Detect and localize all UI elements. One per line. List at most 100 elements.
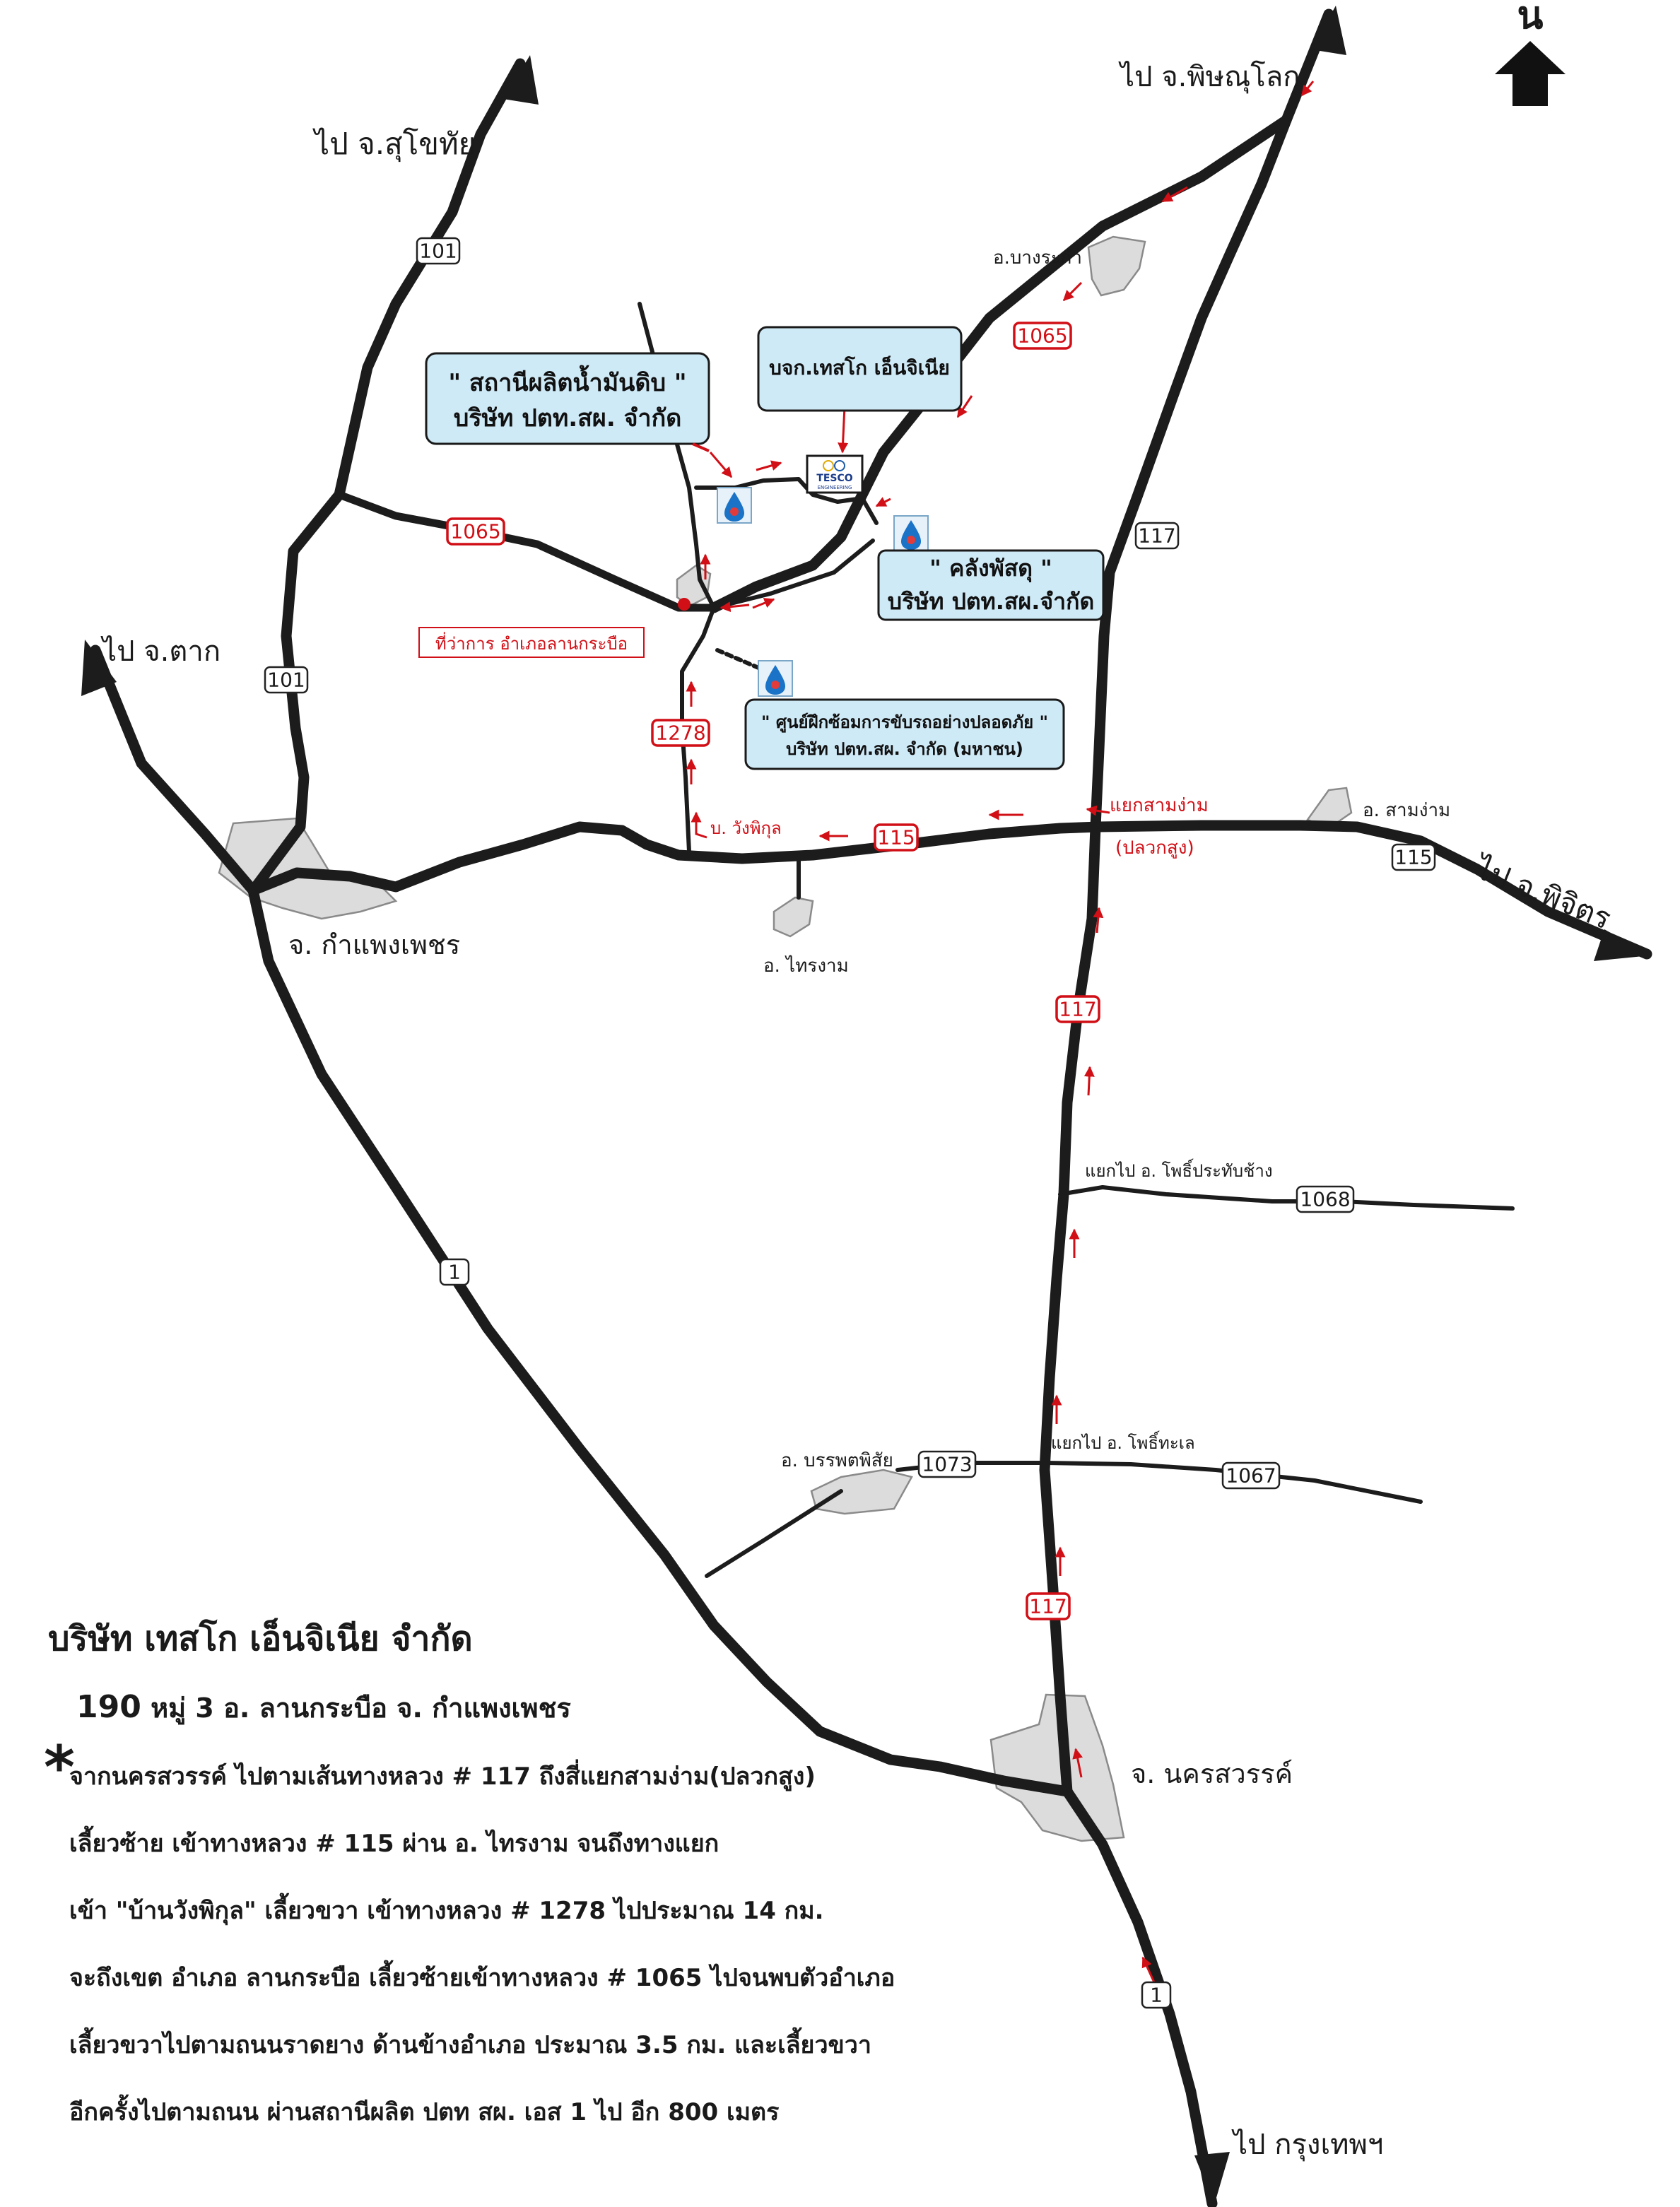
callout-training-center-line2: บริษัท ปตท.สผ. จำกัด (มหาชน) xyxy=(786,739,1023,759)
road-lan-krabue-north xyxy=(638,302,716,610)
label-banphot-phisai: อ. บรรพตพิสัย xyxy=(781,1450,893,1471)
label-to-bangkok: ไป กรุงเทพฯ xyxy=(1231,2129,1383,2162)
label-bang-rakam: อ.บางระกำ xyxy=(993,247,1082,269)
route-shield-label: 117 xyxy=(1029,1595,1067,1618)
label-district-office: ที่ว่าการ อำเภอลานกระบือ xyxy=(435,632,628,654)
arrowhead-sukhothai xyxy=(503,55,539,105)
ptt-marker-station xyxy=(717,487,752,524)
highway-115 xyxy=(247,820,1652,960)
address-detail: หมู่ 3 อ. ลานกระบือ จ. กำแพงเพชร xyxy=(141,1693,572,1725)
callout-training-center: " ศูนย์ฝึกซ้อมการขับรถอย่างปลอดภัย " บริ… xyxy=(744,698,1065,770)
road-to-station xyxy=(694,477,879,525)
direction-arrow xyxy=(691,811,707,839)
route-shield-117: 117 xyxy=(1134,522,1180,550)
label-kamphaeng-phet: จ. กำแพงเพชร xyxy=(288,929,460,960)
callout-tesco-line1: บจก.เทสโก เอ็นจิเนีย xyxy=(769,355,950,379)
route-shield-117: 117 xyxy=(1026,1592,1071,1620)
route-shield-label: 117 xyxy=(1138,524,1175,548)
callout-production-station-line2: บริษัท ปตท.สผ. จำกัด xyxy=(454,404,682,432)
highway-1 xyxy=(247,885,1073,1797)
direction-arrows xyxy=(686,81,1315,1983)
tesco-logo-brand: TESCO xyxy=(816,473,852,484)
town-area-bang-rakam xyxy=(1087,235,1146,297)
route-shield-label: 101 xyxy=(419,240,457,263)
direction-arrow xyxy=(1072,1748,1083,1778)
direction-line: เลี้ยวซ้าย เข้าทางหลวง # 115 ผ่าน อ. ไทร… xyxy=(69,1825,719,1858)
arrowhead-phitsanulok xyxy=(1311,6,1346,55)
route-shield-label: 1067 xyxy=(1226,1464,1276,1488)
address-number: 190 xyxy=(76,1689,141,1725)
highway-1-south xyxy=(1062,1786,1218,2207)
callout-production-station-line1: " สถานีผลิตน้ำมันดิบ " xyxy=(448,365,686,397)
arrowhead-tak xyxy=(81,640,117,696)
route-shield-label: 101 xyxy=(267,669,305,692)
callout-training-center-line1: " ศูนย์ฝึกซ้อมการขับรถอย่างปลอดภัย " xyxy=(761,712,1048,733)
label-nakhon-sawan: จ. นครสวรรค์ xyxy=(1131,1758,1293,1789)
route-shield-1065: 1065 xyxy=(446,517,505,546)
route-shield-label: 1073 xyxy=(922,1453,972,1476)
direction-arrow xyxy=(1083,1066,1095,1096)
label-to-phitsanulok: ไป จ.พิษณุโลก xyxy=(1118,61,1300,94)
direction-arrow xyxy=(1062,281,1083,302)
road-lan-krabue-east xyxy=(712,538,875,610)
town-area-sai-ngam xyxy=(773,896,814,938)
route-shield-label: 115 xyxy=(877,826,915,849)
route-shield-117: 117 xyxy=(1055,995,1100,1023)
route-shield-label: 1 xyxy=(448,1261,461,1284)
route-shield-1278: 1278 xyxy=(651,719,710,747)
north-arrow: น xyxy=(1495,0,1566,106)
tesco-logo: TESCO ENGINEERING xyxy=(806,454,864,494)
route-shields: 101 101 1065 1065 117 1278 115 115 117 1… xyxy=(264,237,1436,2009)
label-to-phichit: ไป จ.พิจิตร xyxy=(1469,850,1616,936)
arrowhead-phichit xyxy=(1594,929,1650,961)
direction-arrow xyxy=(1300,81,1315,97)
label-sam-ngam: อ. สามง่าม xyxy=(1363,800,1450,821)
direction-arrow xyxy=(1086,805,1110,816)
direction-line: เข้า "บ้านวังพิกุล" เลี้ยวขวา เข้าทางหลว… xyxy=(69,1893,824,1926)
direction-arrow xyxy=(838,406,849,454)
north-label: น xyxy=(1517,0,1544,37)
route-shield-label: 115 xyxy=(1394,846,1432,869)
route-shield-1065: 1065 xyxy=(1013,322,1072,350)
callout-tesco: บจก.เทสโก เอ็นจิเนีย xyxy=(757,326,963,412)
direction-arrow xyxy=(1141,1956,1156,1983)
route-shield-1067: 1067 xyxy=(1221,1461,1281,1490)
highway-arrowheads xyxy=(81,6,1650,2205)
highway-101-north xyxy=(247,58,526,896)
route-shield-1: 1 xyxy=(1141,1981,1172,2009)
direction-arrow xyxy=(752,598,775,609)
highway-1065 xyxy=(708,114,1292,613)
route-shield-label: 1 xyxy=(1150,1984,1163,2007)
direction-arrow xyxy=(719,601,750,613)
label-to-pho-prathap-chang: แยกไป อ. โพธิ์ประทับช้าง xyxy=(1085,1158,1273,1181)
road-1278 xyxy=(680,606,716,854)
label-to-pho-thale: แยกไป อ. โพธิ์ทะเล xyxy=(1051,1430,1195,1453)
label-to-tak: ไป จ.ตาก xyxy=(100,635,221,668)
callout-production-station: " สถานีผลิตน้ำมันดิบ " บริษัท ปตท.สผ. จำ… xyxy=(425,352,710,445)
info-block: บริษัท เทสโก เอ็นจิเนีย จำกัด 190 หมู่ 3… xyxy=(44,1618,895,2126)
callout-warehouse-line2: บริษัท ปตท.สผ.จำกัด xyxy=(888,588,1094,615)
callout-warehouse: " คลังพัสดุ " บริษัท ปตท.สผ.จำกัด xyxy=(877,549,1105,621)
direction-line: อีกครั้งไปตามถนน ผ่านสถานีผลิต ปตท สผ. เ… xyxy=(69,2094,780,2126)
route-shield-label: 1065 xyxy=(450,520,500,543)
town-area-banphot-phisai xyxy=(810,1469,913,1515)
route-shield-115: 115 xyxy=(874,823,919,852)
route-shield-1: 1 xyxy=(439,1258,470,1286)
direction-line: จากนครสวรรค์ ไปตามเส้นทางหลวง # 117 ถึงส… xyxy=(69,1759,816,1791)
asterisk-mark: * xyxy=(44,1733,75,1802)
secondary-roads xyxy=(638,302,1515,1578)
route-shield-1068: 1068 xyxy=(1296,1185,1355,1213)
highways xyxy=(90,8,1652,2207)
district-office-marker xyxy=(678,598,691,611)
route-shield-label: 1065 xyxy=(1017,324,1067,348)
direction-line: จะถึงเขต อำเภอ ลานกระบือ เลี้ยวซ้ายเข้าท… xyxy=(69,1960,895,1992)
route-shield-115: 115 xyxy=(1391,843,1436,871)
direction-arrow xyxy=(756,460,782,471)
label-sai-ngam: อ. ไทรงาม xyxy=(763,955,849,977)
ptt-marker-warehouse xyxy=(893,515,929,552)
arrowhead-bangkok xyxy=(1194,2152,1230,2205)
callout-production-leader xyxy=(692,442,710,452)
callout-warehouse-line1: " คลังพัสดุ " xyxy=(929,555,1052,583)
tesco-logo-sub: ENGINEERING xyxy=(818,485,852,490)
